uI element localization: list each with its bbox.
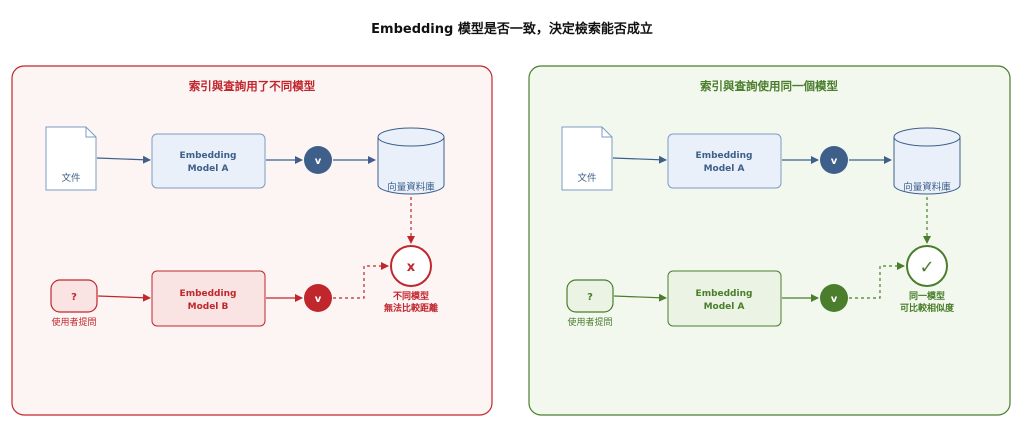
model-a-line1: Embedding [696,151,753,161]
arrow-doc-to-model [96,155,151,164]
arrow-doc-to-model [612,155,667,164]
match-result-node [906,245,948,287]
mismatch-label-line2: 無法比較距離 [384,302,438,314]
diagram-title: Embedding 模型是否一致，決定檢索能否成立 [371,21,653,37]
mismatch-x-icon: x [407,260,416,275]
embedding-model-a-box [667,133,782,189]
vector-database-label: 向量資料庫 [387,181,435,193]
vector-node-bottom-label: v [831,294,838,305]
right-panel-heading: 索引與查詢使用同一個模型 [700,79,838,93]
dashed-vector-to-result [333,262,389,299]
left-panel-frame [11,65,493,416]
match-label-line2: 可比較相似度 [900,302,955,314]
vector-node-top-label: v [315,156,322,167]
right-panel: 索引與查詢使用同一個模型 文件 Embedding Model A v 向量資料… [528,65,1011,416]
model-b-line2: Model B [188,302,229,312]
question-node [566,279,614,313]
vector-node-bottom [820,284,848,312]
document-label: 文件 [61,172,81,184]
left-panel-heading: 索引與查詢用了不同模型 [189,79,316,93]
right-panel-frame [528,65,1011,416]
vector-node-bottom-label: v [315,294,322,305]
arrow-question-to-model [97,293,151,302]
model-a-line2: Model A [188,164,229,174]
vector-node-bottom [304,284,332,312]
vector-node-top [820,146,848,174]
question-label: 使用者提問 [51,316,96,328]
vector-database-label: 向量資料庫 [903,181,951,193]
model-a-line2: Model A [704,164,745,174]
vector-database-icon [893,127,961,195]
embedding-model-b-box [151,270,266,327]
document-icon [561,126,613,191]
document-label: 文件 [577,172,597,184]
vector-node-top-label: v [831,156,838,167]
question-mark: ? [587,292,593,303]
mismatch-label-line1: 不同模型 [393,290,429,302]
question-label: 使用者提問 [567,316,612,328]
model-b-line1: Embedding [180,289,237,299]
question-mark: ? [71,292,77,303]
checkmark-icon: ✓ [919,257,934,278]
document-icon [45,126,97,191]
question-node [50,279,98,313]
dashed-vector-to-result [849,262,905,299]
model-a-query-line1: Embedding [696,289,753,299]
vector-node-top [304,146,332,174]
model-a-line1: Embedding [180,151,237,161]
model-a-query-line2: Model A [704,302,745,312]
embedding-model-a-box [151,133,266,189]
arrow-question-to-model [613,293,667,302]
vector-database-icon [377,127,445,195]
embedding-model-a-query-box [667,270,782,327]
mismatch-result-node [390,245,432,287]
match-label-line1: 同一模型 [909,290,945,302]
left-panel: 索引與查詢用了不同模型 文件 Embedding Model A v 向量資料庫… [11,65,493,416]
